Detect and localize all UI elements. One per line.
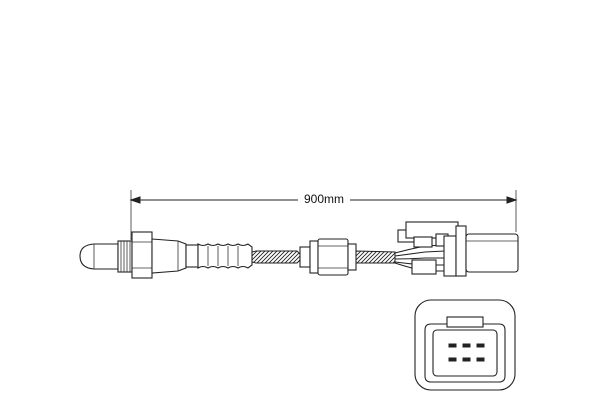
connector-pin — [476, 357, 485, 362]
cable-grommet — [299, 238, 357, 276]
braided-sleeve-2 — [355, 250, 396, 264]
connector-face-view — [414, 299, 516, 391]
connector-pin — [448, 357, 457, 362]
connector-pins — [448, 343, 485, 362]
connector-pin — [462, 357, 471, 362]
sensor-boot — [197, 243, 253, 269]
connector-pin — [448, 343, 457, 348]
sensor-hex-nut — [131, 231, 153, 279]
dimension-label: 900mm — [304, 192, 344, 206]
dimension-line: 900mm — [129, 190, 518, 240]
sensor-probe-tip — [79, 243, 119, 270]
sensor-thread — [117, 240, 133, 273]
connector-pin — [462, 343, 471, 348]
connector-pin — [476, 343, 485, 348]
connector-side-view — [397, 221, 519, 277]
braided-sleeve-1 — [251, 250, 301, 264]
sensor-body — [151, 238, 199, 274]
